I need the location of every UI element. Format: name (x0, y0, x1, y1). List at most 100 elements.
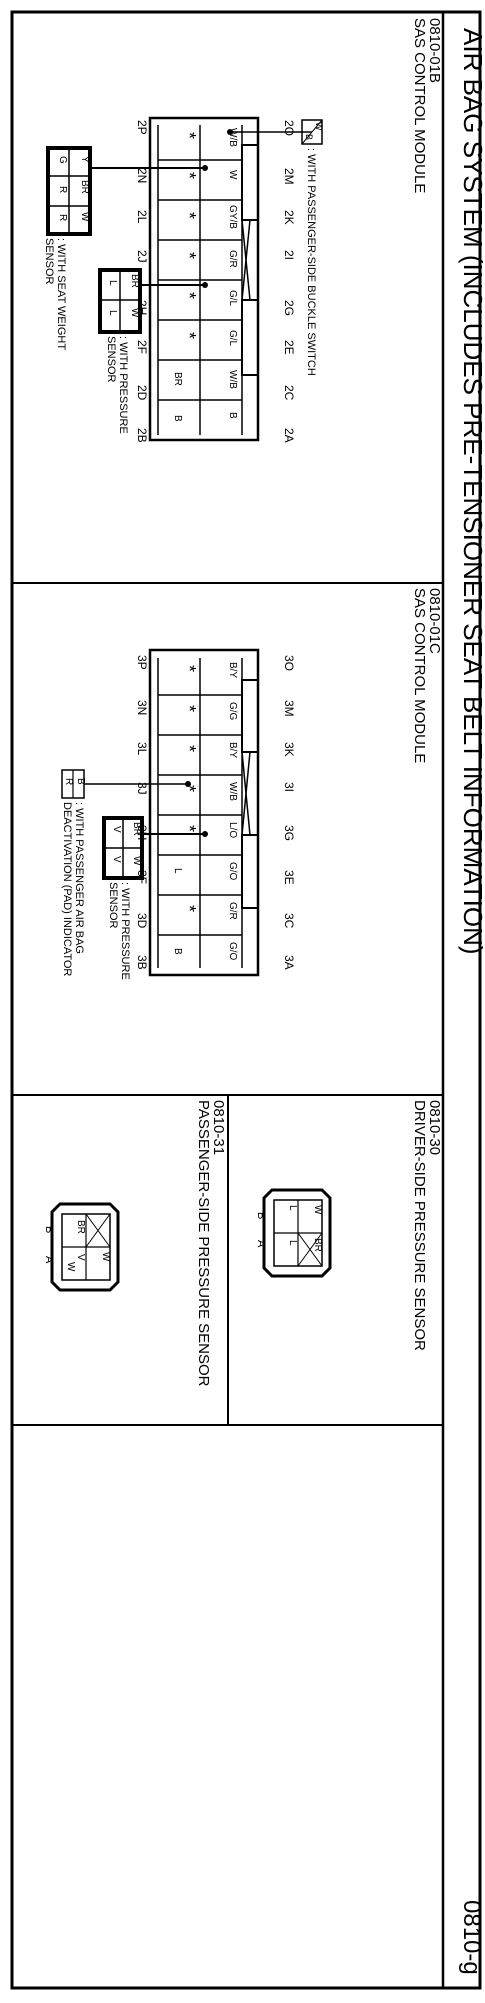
connector-latch (241, 679, 258, 909)
unused-cell-star: * (179, 292, 199, 299)
unused-cell-star: * (179, 132, 199, 139)
connector-name: SAS CONTROL MODULE (411, 18, 428, 193)
wire-color: G/O (227, 942, 238, 961)
pin-label: 2D (135, 385, 149, 401)
pressure-note: : WITH PRESSURE (119, 882, 131, 980)
connector-name: DRIVER-SIDE PRESSURE SENSOR (411, 1100, 428, 1351)
wire-color: G (57, 156, 68, 164)
pin-label: 3B (135, 955, 149, 970)
pin-label: A (43, 1256, 55, 1264)
panel-0810-01c: 0810-01C SAS CONTROL MODULE 3O 3M 3K 3I … (61, 588, 443, 980)
pin-label: 3J (135, 782, 149, 795)
page-border (10, 10, 482, 1990)
unused-cell-star: * (179, 332, 199, 339)
connector-body (148, 648, 260, 977)
page-title: AIR BAG SYSTEM (INCLUDES PRE-TENSIONER S… (458, 28, 485, 955)
wire-color: V (111, 826, 122, 833)
wire-color: W/B (227, 128, 238, 147)
connector-body (148, 116, 260, 442)
unused-cell-star: * (179, 745, 199, 752)
unused-cell-star: * (179, 825, 199, 832)
pad-note: : WITH PASSENGER AIR BAG (73, 802, 85, 954)
wire-color: L (287, 1240, 298, 1246)
pin-label: B (43, 1226, 55, 1233)
unused-cell-star: * (179, 905, 199, 912)
wire-color: R (57, 214, 68, 221)
wire-color: B/Y (227, 662, 238, 678)
connector-code: 0810-30 (426, 1100, 443, 1155)
pin-label: 3P (135, 655, 149, 670)
pin-label: 3M (282, 700, 296, 717)
unused-cell-star: * (179, 212, 199, 219)
wire-color: W/B (227, 370, 238, 389)
wire-color: G/R (227, 902, 238, 920)
pin-label: 3G (282, 825, 296, 841)
pin-label: 3E (282, 870, 296, 885)
wire-color: W (131, 856, 142, 866)
cell-grid (157, 125, 243, 435)
wire-color: W (227, 170, 238, 180)
connector-key (241, 751, 251, 836)
pin-label: 2B (135, 428, 149, 443)
callout-dot (202, 831, 208, 837)
page-code: 0810-g (458, 1900, 485, 1975)
pin-label: A (255, 1240, 267, 1248)
wire-color: W/B (227, 782, 238, 801)
wire-color: G/L (227, 290, 238, 307)
pin-label: 2L (135, 210, 149, 224)
unused-cell-star: * (179, 665, 199, 672)
cell-grid (157, 658, 243, 968)
wire-color: V (111, 856, 122, 863)
connector-code: 0810-01C (426, 588, 443, 654)
wire-color: W (79, 212, 90, 222)
connector-code: 0810-31 (210, 1100, 227, 1155)
wire-color: W (129, 308, 140, 318)
pin-label: 3O (282, 655, 296, 671)
wire-color: B (172, 948, 183, 955)
pin-label: 3L (135, 742, 149, 756)
wire-color: G/R (227, 250, 238, 268)
wire-color: W (100, 1252, 111, 1262)
connector-name: PASSENGER-SIDE PRESSURE SENSOR (195, 1100, 212, 1387)
wire-color: W (65, 1262, 76, 1272)
pin-label: 3A (282, 955, 296, 970)
wire-color: G/O (227, 862, 238, 881)
callout-dot (185, 781, 191, 787)
pin-label: 2O (282, 120, 296, 136)
unused-cell-star: * (179, 705, 199, 712)
wire-color: L (107, 280, 118, 286)
pressure-note: : WITH PRESSURE (117, 336, 129, 434)
unused-cell-star: * (179, 785, 199, 792)
unused-cell-star: * (179, 172, 199, 179)
pin-label: 2E (282, 340, 296, 355)
wire-color: B (75, 778, 86, 785)
wire-color: V (75, 1254, 86, 1261)
wire-color: G/L (227, 330, 238, 347)
wire-color: BR (131, 822, 142, 836)
callout-dot (227, 129, 233, 135)
connector-latch (241, 144, 258, 376)
pad-note: DEACTIVATION (PAD) INDICATOR (61, 802, 73, 976)
seat-weight-note: SENSOR (43, 238, 55, 285)
pin-label: 3I (282, 782, 296, 792)
seat-weight-note: : WITH SEAT WEIGHT (55, 238, 67, 350)
wire-color: B (227, 412, 238, 419)
panel-0810-30: 0810-30 DRIVER-SIDE PRESSURE SENSOR W L … (255, 1100, 443, 1351)
wire-color: W (312, 1205, 323, 1215)
wire-color: R (57, 186, 68, 193)
wire-color: BR (75, 1220, 86, 1234)
wire-color: L (172, 868, 183, 874)
pin-label: 2K (282, 210, 296, 225)
connector-key (241, 219, 251, 301)
callout-dot (202, 282, 208, 288)
pressure-note: SENSOR (105, 336, 117, 383)
wire-color: BR (129, 274, 140, 288)
wire-color: Y (79, 156, 90, 163)
pin-label: 3K (282, 742, 296, 757)
wire-color: L (107, 310, 118, 316)
pin-label: 2A (282, 428, 296, 443)
pin-label: 2J (135, 250, 149, 263)
wire-color: G/G (227, 702, 238, 721)
